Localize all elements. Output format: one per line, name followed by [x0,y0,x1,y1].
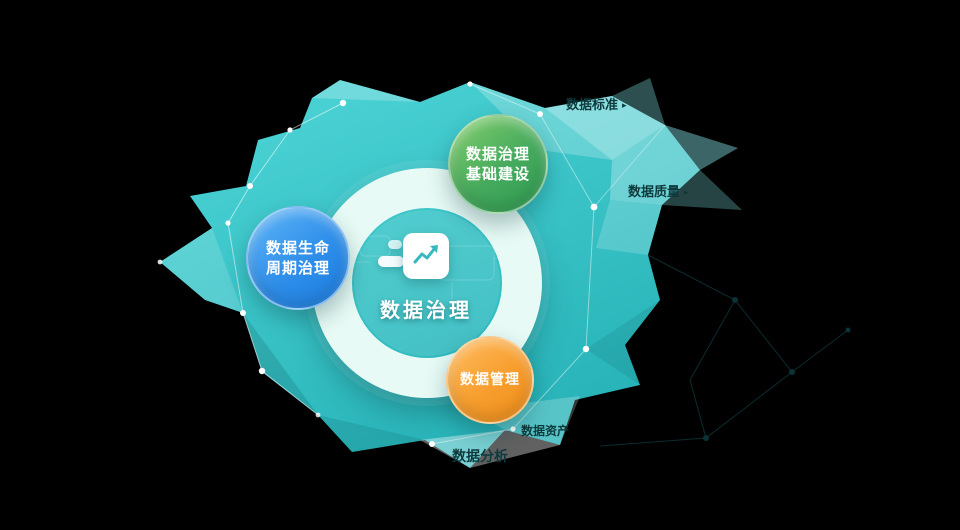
node-dots [157,81,598,447]
dark-network-dots [703,297,851,441]
pill-decoration [378,256,404,267]
pill-decoration-small [388,240,402,249]
satellite-label-3: 数据资产 [521,422,569,439]
bubble-label-line: 数据治理 [465,144,530,163]
blob-outer-facets [612,78,742,210]
arrow-icon: ▸ [622,101,627,111]
satellite-text: 数据分析 [452,449,508,465]
line-chart-icon [413,245,438,264]
bubble-label-line: 数据管理 [460,371,520,388]
satellite-label-1: 数据标准▸ [566,94,627,113]
bubble-data-governance-infrastructure: 数据治理 基础建设 [448,114,548,214]
satellite-text: 数据标准 [566,98,619,113]
satellite-text: 数据质量 [628,185,681,200]
satellite-label-4: 数据分析 [452,446,508,466]
satellite-text: 数据资产 [521,424,570,438]
bubble-label-line: 数据生命 [265,238,330,257]
blob-facets [160,80,700,468]
bubble-data-lifecycle-governance: 数据生命 周期治理 [246,206,350,310]
satellite-label-2: 数据质量▸ [628,181,689,200]
chart-card [403,233,449,279]
bubble-label-line: 基础建设 [465,165,530,183]
center-title: 数据治理 [380,298,472,322]
arrow-icon: ▸ [684,188,689,198]
bubble-data-management: 数据管理 [446,336,534,424]
bubble-label-line: 周期治理 [265,259,330,277]
